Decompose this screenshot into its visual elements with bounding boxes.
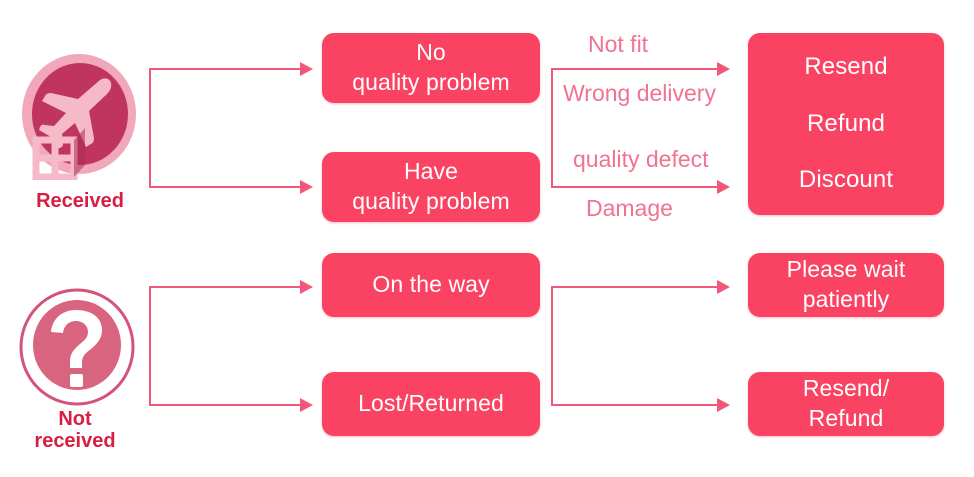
arrowhead-to-no-quality-problem (300, 62, 313, 76)
connector-not-received-vertical (149, 286, 151, 406)
connector-delivery-top-horizontal (551, 286, 721, 288)
connector-delivery-bottom-horizontal (551, 404, 721, 406)
icon-caption-not-received: Not received (34, 408, 116, 453)
box-please-wait-patiently[interactable]: Please wait patiently (748, 253, 944, 317)
connector-quality-vertical (551, 68, 553, 188)
connector-received-bottom-horizontal (149, 186, 304, 188)
arrowhead-to-resend-refund-discount-top (717, 62, 730, 76)
connector-quality-top-horizontal (551, 68, 721, 70)
connector-delivery-vertical (551, 286, 553, 406)
arrowhead-to-on-the-way (300, 280, 313, 294)
arrowhead-to-resend-refund-discount-bottom (717, 180, 730, 194)
airplane-parcel-icon (20, 52, 138, 181)
arrowhead-to-resend-refund (717, 398, 730, 412)
box-resend-refund-discount[interactable]: Resend Refund Discount (748, 33, 944, 215)
reason-label-wrong-delivery: Wrong delivery (563, 80, 716, 106)
question-mark-icon (18, 288, 136, 406)
reason-label-not-fit: Not fit (588, 31, 649, 57)
connector-received-vertical (149, 68, 151, 188)
connector-not-received-bottom-horizontal (149, 404, 304, 406)
box-no-quality-problem[interactable]: No quality problem (322, 33, 540, 103)
box-lost-returned[interactable]: Lost/Returned (322, 372, 540, 436)
reason-label-damage: Damage (586, 195, 673, 221)
box-resend-refund[interactable]: Resend/ Refund (748, 372, 944, 436)
connector-received-top-horizontal (149, 68, 304, 70)
box-on-the-way[interactable]: On the way (322, 253, 540, 317)
reason-label-quality-defect: quality defect (573, 146, 709, 172)
connector-quality-bottom-horizontal (551, 186, 721, 188)
box-have-quality-problem[interactable]: Have quality problem (322, 152, 540, 222)
icon-caption-received: Received (36, 190, 124, 212)
arrowhead-to-please-wait-patiently (717, 280, 730, 294)
arrowhead-to-lost-returned (300, 398, 313, 412)
arrowhead-to-have-quality-problem (300, 180, 313, 194)
connector-not-received-top-horizontal (149, 286, 304, 288)
